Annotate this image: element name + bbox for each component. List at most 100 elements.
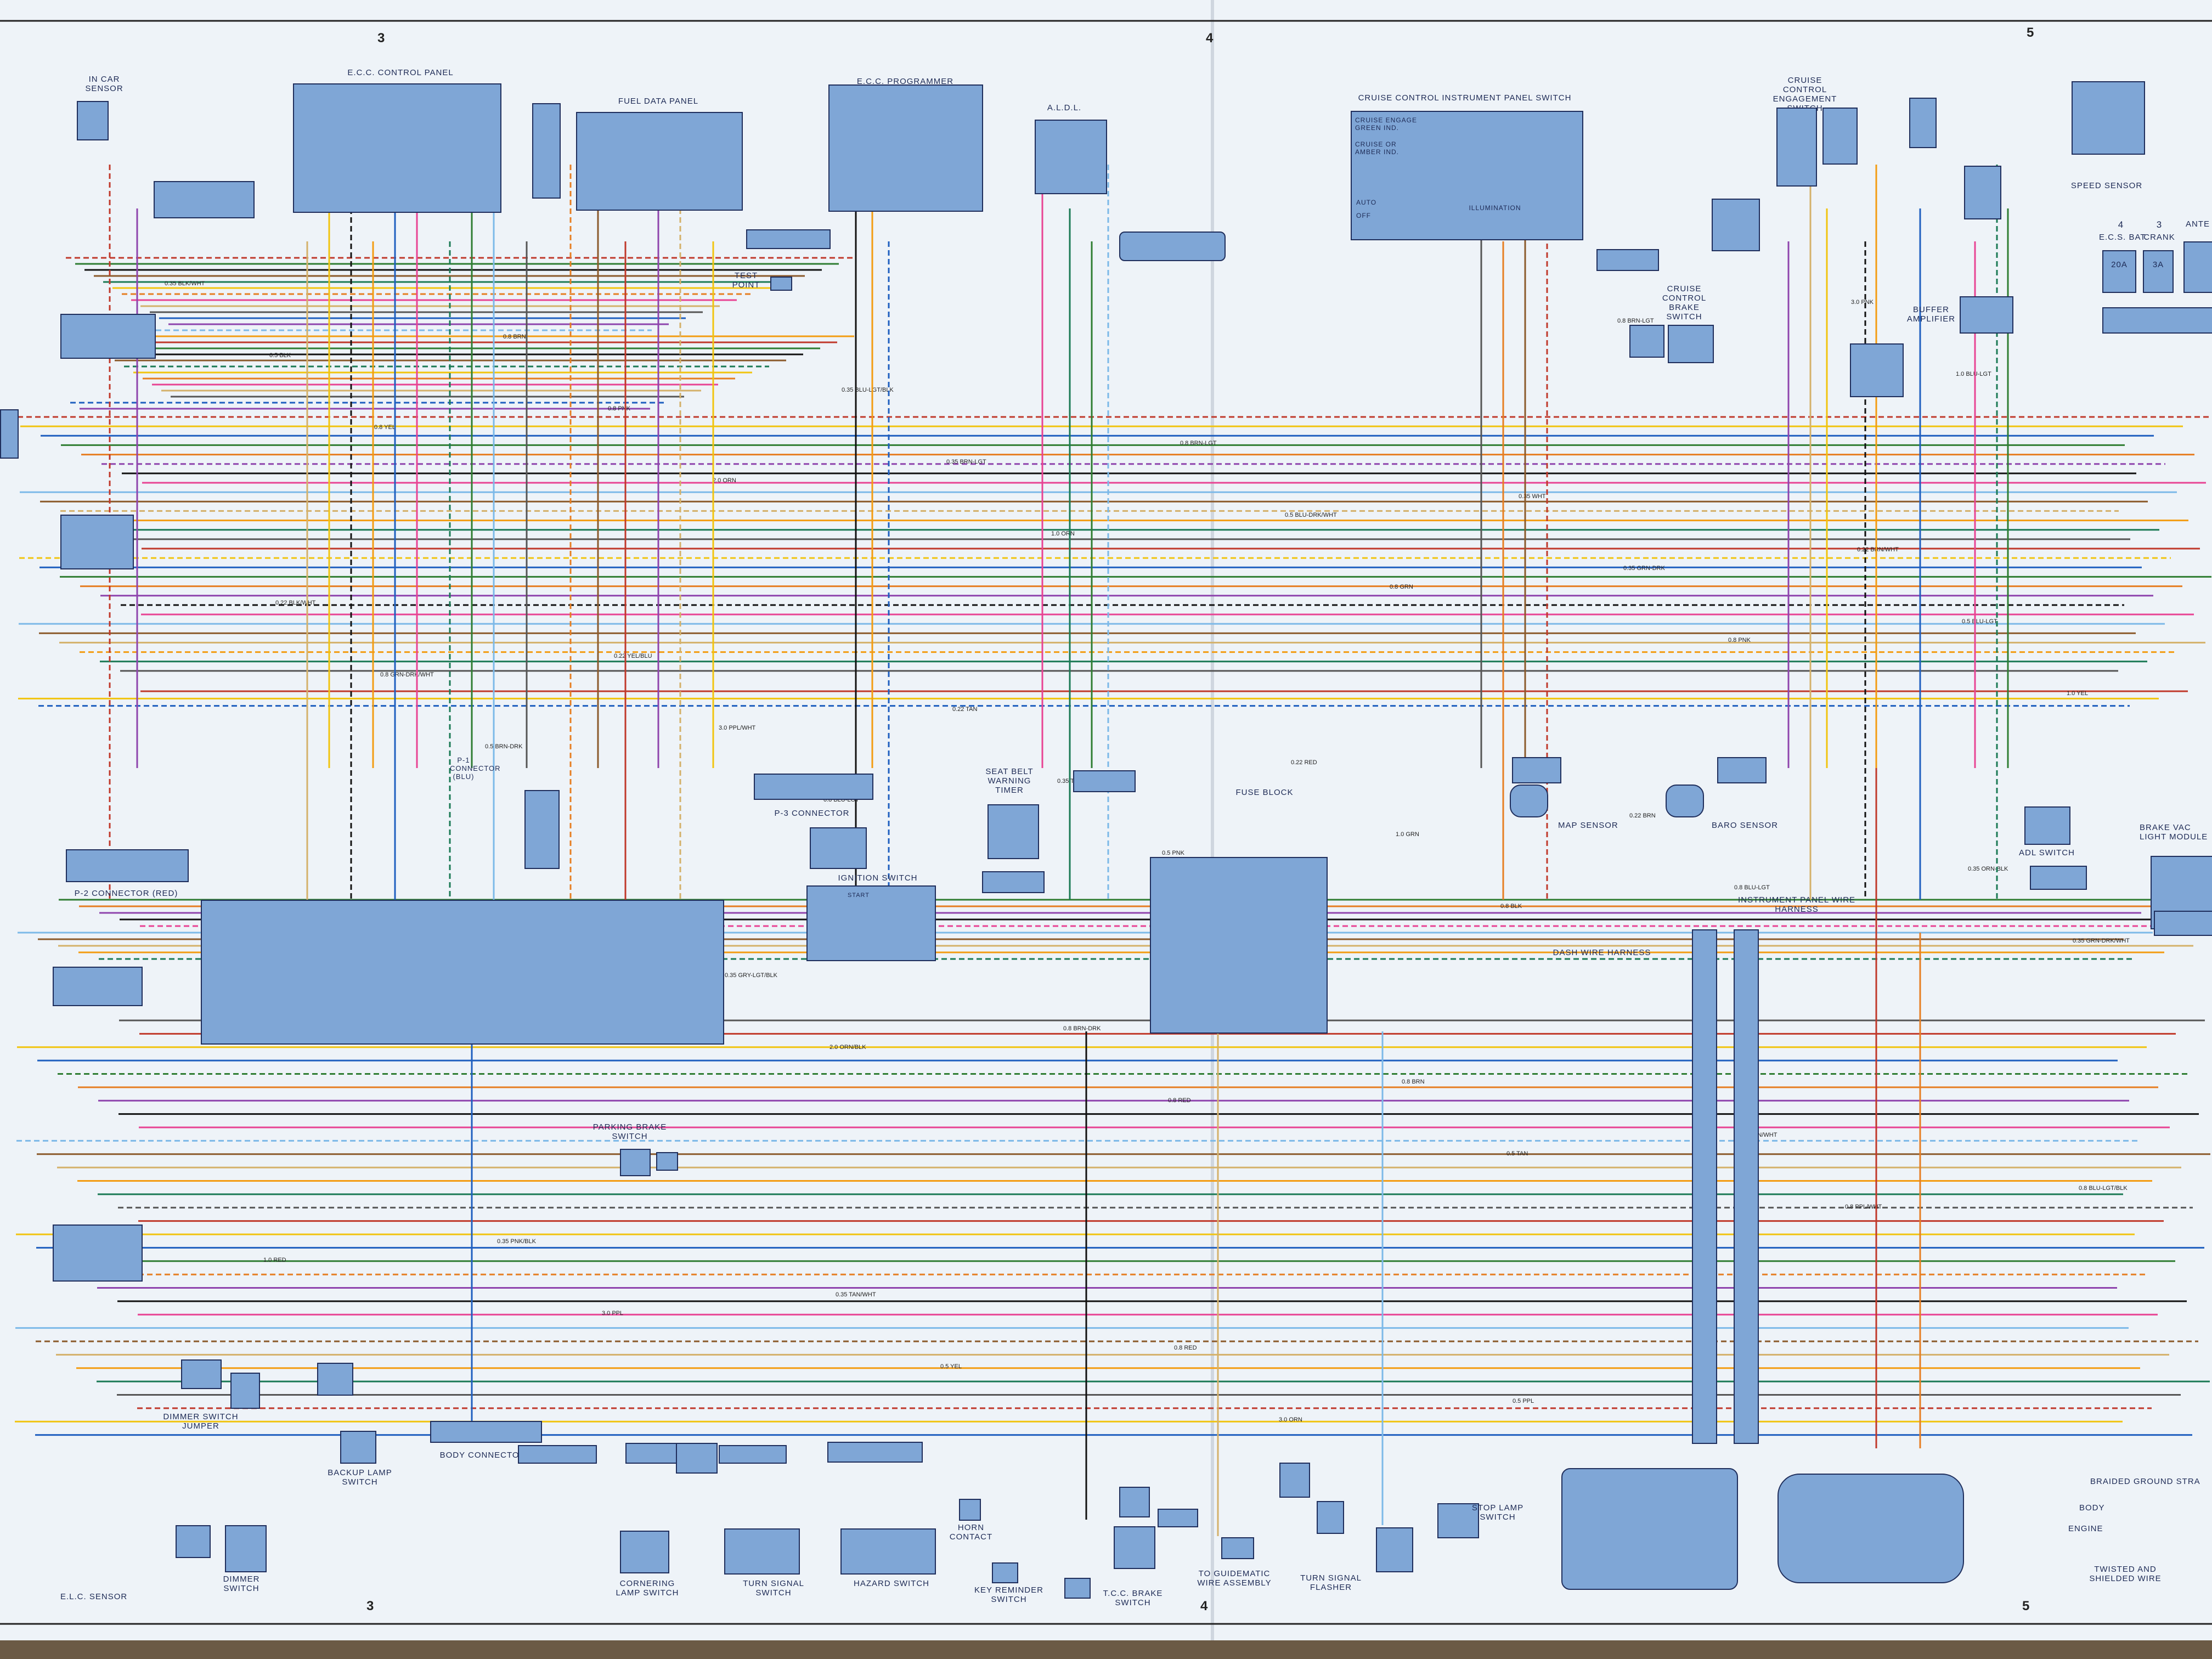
- speed-sensor-connector-b: [1964, 166, 2001, 219]
- in-car-sensor: [77, 101, 109, 140]
- wire-gauge-label: 3.0 PPL/WHT: [719, 725, 756, 731]
- fuel-data-panel-connector: [532, 103, 561, 199]
- wire-gauge-label: 0.22 TAN: [952, 706, 978, 713]
- wire-gauge-label: 0.5 BRN-DRK: [485, 743, 523, 750]
- adl-switch: [2024, 806, 2070, 845]
- ignition-switch-label: IGNITION SWITCH: [838, 873, 918, 883]
- wire-gauge-label: 0.8 PNK: [608, 405, 631, 412]
- wire-gauge-label: 0.5 PNK: [1162, 850, 1185, 856]
- section-number-5-top: 5: [2027, 25, 2034, 40]
- speed-sensor: [2072, 81, 2145, 155]
- dimmer-switch: [225, 1525, 267, 1572]
- wire-gauge-label: 0.8 BLK: [1500, 903, 1522, 910]
- fuel-data-panel-label: FUEL DATA PANEL: [618, 97, 699, 106]
- wire-gauge-label: 0.35 GRY-LGT/BLK: [725, 972, 778, 979]
- left-dash-connector-b: [53, 1224, 143, 1282]
- aldl-label: A.L.D.L.: [1047, 103, 1082, 112]
- ip-wire-harness-label: INSTRUMENT PANEL WIRE HARNESS: [1737, 895, 1856, 914]
- cornering-lamp-switch-label: CORNERING LAMP SWITCH: [616, 1579, 679, 1598]
- cruise-off-label: OFF: [1356, 212, 1371, 219]
- tcc-brake-switch-label: T.C.C. BRAKE SWITCH: [1103, 1589, 1163, 1607]
- backup-lamp-switch-label: BACKUP LAMP SWITCH: [328, 1468, 392, 1487]
- cornering-lamp-switch: [620, 1531, 669, 1573]
- key-reminder-switch: [992, 1562, 1018, 1583]
- wire-gauge-label: 0.8 RED: [1174, 1345, 1197, 1351]
- dimmer-jumper: [230, 1373, 260, 1409]
- p1-connector-label: P-1 CONNECTOR (BLU): [450, 756, 501, 781]
- wire-gauge-label: 3.0 PPL: [602, 1310, 623, 1317]
- wire-gauge-label: 0.35 GRN-DRK/WHT: [2073, 938, 2130, 944]
- wire-gauge-label: 0.22 BRN: [1629, 812, 1656, 819]
- wire-gauge-label: 0.5 YEL: [940, 1363, 962, 1370]
- cruise-brake-switch-connector: [1629, 325, 1664, 358]
- wire-gauge-label: 0.5 BLU-DRK/WHT: [1285, 512, 1337, 518]
- baro-sensor-label: BARO SENSOR: [1712, 821, 1779, 830]
- section-number-4-bottom: 4: [1200, 1599, 1208, 1613]
- section-number-3-top: 3: [377, 31, 385, 46]
- wire-gauge-label: 0.5 BLK: [269, 352, 291, 359]
- dimmer-switch-connector: [176, 1525, 211, 1558]
- dash-bulkhead-connector: [1561, 1468, 1738, 1590]
- p3-connector: [754, 774, 873, 800]
- seat-belt-timer-connector: [982, 871, 1045, 893]
- wire-gauge-label: 2.0 ORN: [713, 477, 736, 484]
- ecc-programmer: [828, 84, 983, 212]
- cruise-brake-switch-label: CRUISE CONTROL BRAKE SWITCH: [1662, 284, 1707, 321]
- wire-gauge-label: 0.35 TAN/WHT: [836, 1291, 876, 1298]
- dimmer-switch-jumper-label: DIMMER SWITCH JUMPER: [163, 1412, 239, 1431]
- turn-signal-flasher-label: TURN SIGNAL FLASHER: [1300, 1573, 1362, 1592]
- adl-inline-connector: [2030, 866, 2087, 890]
- cruise-engagement-switch-body: [1822, 108, 1858, 165]
- wire-gauge-label: 0.5 PPL: [1513, 1398, 1534, 1404]
- wire-gauge-label: 0.8 BLU-LGT: [1734, 884, 1770, 891]
- p2-connector-label: P-2 CONNECTOR (RED): [74, 889, 178, 898]
- wire-gauge-label: 0.35 GRN-DRK: [1623, 565, 1665, 572]
- key-reminder-switch-label: KEY REMINDER SWITCH: [974, 1585, 1043, 1604]
- brake-vac-module-label: BRAKE VAC LIGHT MODULE: [2140, 823, 2208, 842]
- turn-signal-flasher: [1317, 1501, 1344, 1534]
- wire-gauge-label: 0.8 YEL: [374, 424, 396, 431]
- ignition-connector-left: [810, 827, 867, 869]
- map-sensor-label: MAP SENSOR: [1558, 821, 1618, 830]
- baro-sensor-connector: [1717, 757, 1767, 783]
- stop-lamp-switch: [1437, 1503, 1479, 1538]
- wire-gauge-label: 0.8 BRN-LGT: [1617, 318, 1654, 324]
- dash-wire-harness-label: DASH WIRE HARNESS: [1553, 948, 1651, 957]
- ip-harness-connector: [1734, 929, 1759, 1444]
- stop-lamp-connector: [1376, 1527, 1413, 1572]
- hazard-switch-label: HAZARD SWITCH: [854, 1579, 929, 1588]
- tcc-brake-switch: [1114, 1526, 1155, 1569]
- wire-gauge-label: 0.8 BRN: [503, 334, 526, 340]
- wire-gauge-label: 0.8 GRN-DRK/WHT: [380, 672, 434, 678]
- cruise-auto-label: AUTO: [1356, 199, 1377, 206]
- aldl-pigtail: [1119, 232, 1226, 261]
- parking-brake-switch: [620, 1149, 651, 1176]
- wire-gauge-label: 0.8 BRN-DRK: [1063, 1025, 1101, 1032]
- backup-lamp-switch: [340, 1431, 376, 1464]
- horn-contact-label: HORN CONTACT: [949, 1523, 993, 1542]
- stop-lamp-switch-label: STOP LAMP SWITCH: [1471, 1503, 1524, 1522]
- cornering-connector-b: [676, 1443, 718, 1474]
- vertical-wires: [109, 165, 2009, 1536]
- turn-signal-connector: [719, 1445, 787, 1464]
- wire-gauge-label: 0.8 RED: [1168, 1097, 1191, 1104]
- fuel-data-panel: [576, 112, 743, 211]
- ecc-controller-module: [201, 900, 724, 1045]
- cruise-engage-label: CRUISE ENGAGE GREEN IND.: [1355, 116, 1418, 132]
- ignition-switch: [806, 885, 936, 961]
- legend-engine: ENGINE: [2068, 1524, 2103, 1533]
- p3-connector-label: P-3 CONNECTOR: [774, 809, 850, 818]
- fuel-data-inline-connector: [746, 229, 831, 249]
- section-number-3-bottom: 3: [366, 1599, 374, 1613]
- dimmer-switch-label: DIMMER SWITCH: [223, 1575, 260, 1593]
- fuse-block: [1150, 857, 1328, 1034]
- wire-gauge-label: 0.8 PPL/WHT: [1845, 1204, 1882, 1210]
- wire-gauge-label: 1.0 BLU-LGT: [1956, 371, 1991, 377]
- section-number-5-bottom: 5: [2022, 1599, 2030, 1613]
- cruise-amber-label: CRUISE OR AMBER IND.: [1355, 140, 1400, 156]
- wire-gauge-label: 3.0 PNK: [1851, 299, 1874, 306]
- buffer-amplifier-connector: [1850, 343, 1904, 397]
- ecc-harness-connector: [60, 314, 156, 359]
